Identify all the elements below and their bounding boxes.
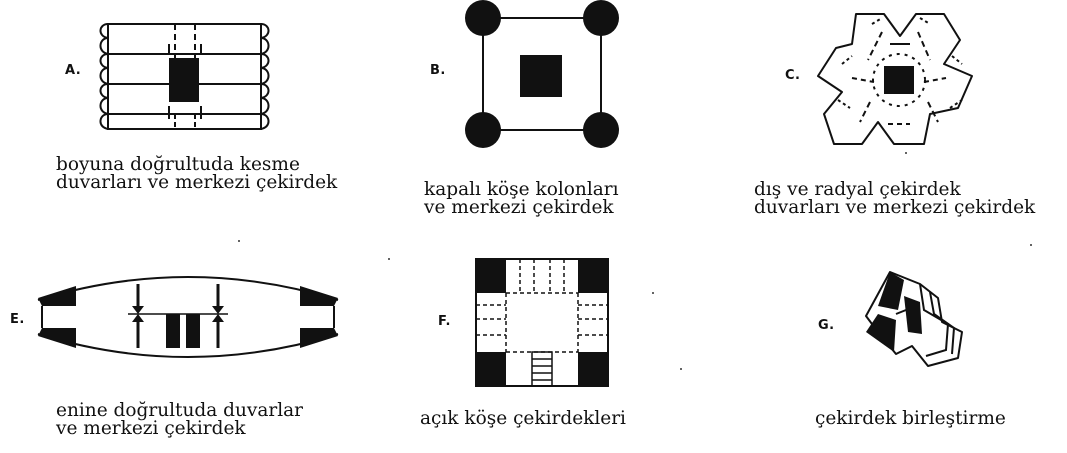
scan-speck xyxy=(652,292,654,294)
panel-g-diagram xyxy=(865,271,963,367)
panel-a-caption-line-2: duvarları ve merkezi çekirdek xyxy=(56,172,338,193)
panel-b-diagram xyxy=(465,0,619,148)
panel-e-caption-line-1: enine doğrultuda duvarlar xyxy=(56,400,303,421)
panel-b-caption-line-2: ve merkezi çekirdek xyxy=(424,197,614,218)
panel-f-caption-line-1: açık köşe çekirdekleri xyxy=(420,408,626,429)
scan-speck xyxy=(388,258,390,260)
panel-f-diagram xyxy=(475,258,609,387)
panel-c-letter: C. xyxy=(785,68,801,83)
scan-speck xyxy=(680,368,682,370)
panel-c-caption-line-2: duvarları ve merkezi çekirdek xyxy=(754,197,1036,218)
panel-f-letter: F. xyxy=(438,314,451,329)
panel-e-caption: enine doğrultuda duvarlar ve merkezi çek… xyxy=(56,400,303,439)
panel-g-caption: çekirdek birleştirme xyxy=(815,408,1006,429)
scan-speck xyxy=(1030,244,1032,246)
panel-g-letter: G. xyxy=(818,318,835,333)
panel-e-caption-line-2: ve merkezi çekirdek xyxy=(56,418,246,439)
panel-e-diagram xyxy=(37,276,339,358)
panel-g-caption-line-1: çekirdek birleştirme xyxy=(815,408,1006,429)
panel-c-diagram xyxy=(817,13,973,145)
panel-c-caption-line-1: dış ve radyal çekirdek xyxy=(754,179,961,200)
panel-a-letter: A. xyxy=(65,63,82,78)
panel-e-letter: E. xyxy=(10,312,25,327)
panel-b-caption-line-1: kapalı köşe kolonları xyxy=(424,179,619,200)
panel-a-diagram xyxy=(99,23,270,130)
scan-speck xyxy=(238,240,240,242)
scan-speck xyxy=(905,152,907,154)
panel-f-caption: açık köşe çekirdekleri xyxy=(420,408,626,429)
panel-c-caption: dış ve radyal çekirdek duvarları ve merk… xyxy=(754,179,1036,218)
panel-b-letter: B. xyxy=(430,63,446,78)
panel-a-caption-line-1: boyuna doğrultuda kesme xyxy=(56,154,300,175)
panel-b-caption: kapalı köşe kolonları ve merkezi çekirde… xyxy=(424,179,619,218)
panel-a-caption: boyuna doğrultuda kesme duvarları ve mer… xyxy=(56,154,338,193)
